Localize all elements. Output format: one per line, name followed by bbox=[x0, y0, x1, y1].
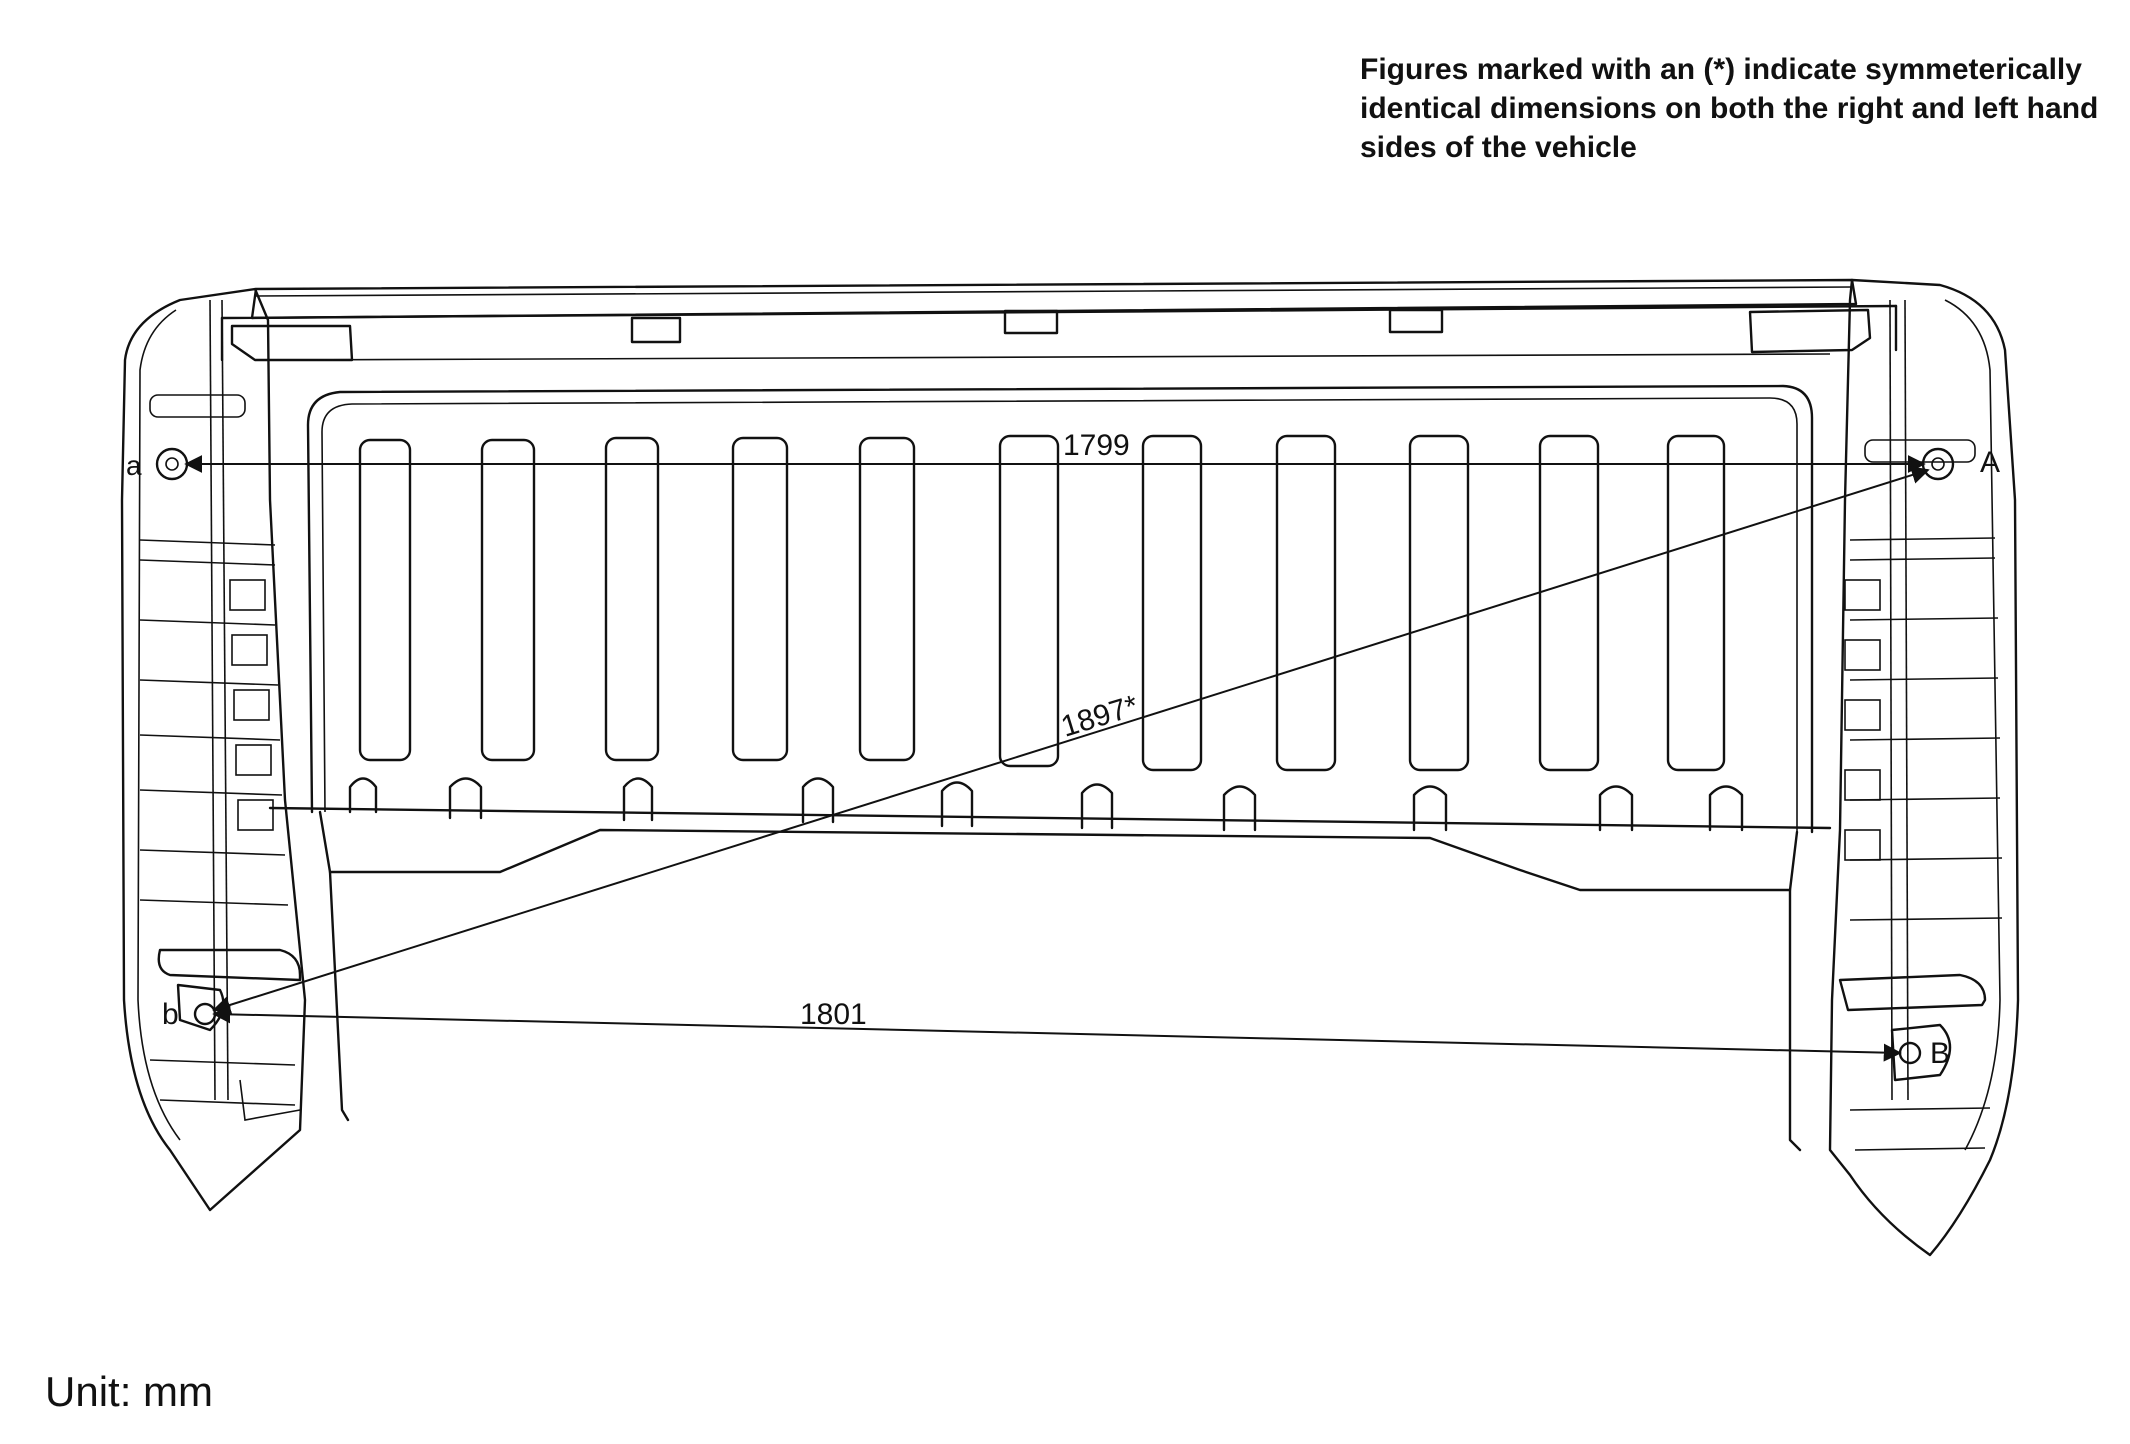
hole-B bbox=[1898, 1041, 1922, 1065]
note-line-1: Figures marked with an (*) indicate symm… bbox=[1360, 53, 2082, 86]
hole-b bbox=[193, 1002, 217, 1026]
unit-label: Unit: mm bbox=[45, 1368, 213, 1415]
dimension-line-b-to-A bbox=[212, 466, 1930, 1014]
note-line-2: identical dimensions on both the right a… bbox=[1360, 92, 2099, 125]
dimension-line-b-to-B bbox=[212, 1005, 1902, 1062]
dimension-label-1799: 1799 bbox=[1063, 429, 1130, 462]
dimension-label-1897: 1897* bbox=[1057, 689, 1142, 744]
point-label-B: B bbox=[1930, 1037, 1950, 1070]
dimension-label-1801: 1801 bbox=[800, 998, 867, 1031]
symmetry-note: Figures marked with an (*) indicate symm… bbox=[1360, 50, 2120, 167]
point-label-b: b bbox=[162, 998, 179, 1031]
point-label-A: A bbox=[1980, 446, 2000, 479]
left-bedside bbox=[120, 287, 307, 1212]
front-panel-frame bbox=[279, 353, 1831, 834]
hole-A bbox=[1921, 447, 1955, 481]
note-line-3: sides of the vehicle bbox=[1360, 131, 1637, 164]
lower-cross-member bbox=[268, 806, 1832, 1152]
panel-ribs bbox=[358, 434, 1726, 772]
front-panel-top-rail bbox=[220, 278, 1898, 362]
panel-bottom-tabs bbox=[348, 777, 1744, 832]
point-label-a: a bbox=[126, 450, 142, 481]
hole-a bbox=[155, 447, 189, 481]
